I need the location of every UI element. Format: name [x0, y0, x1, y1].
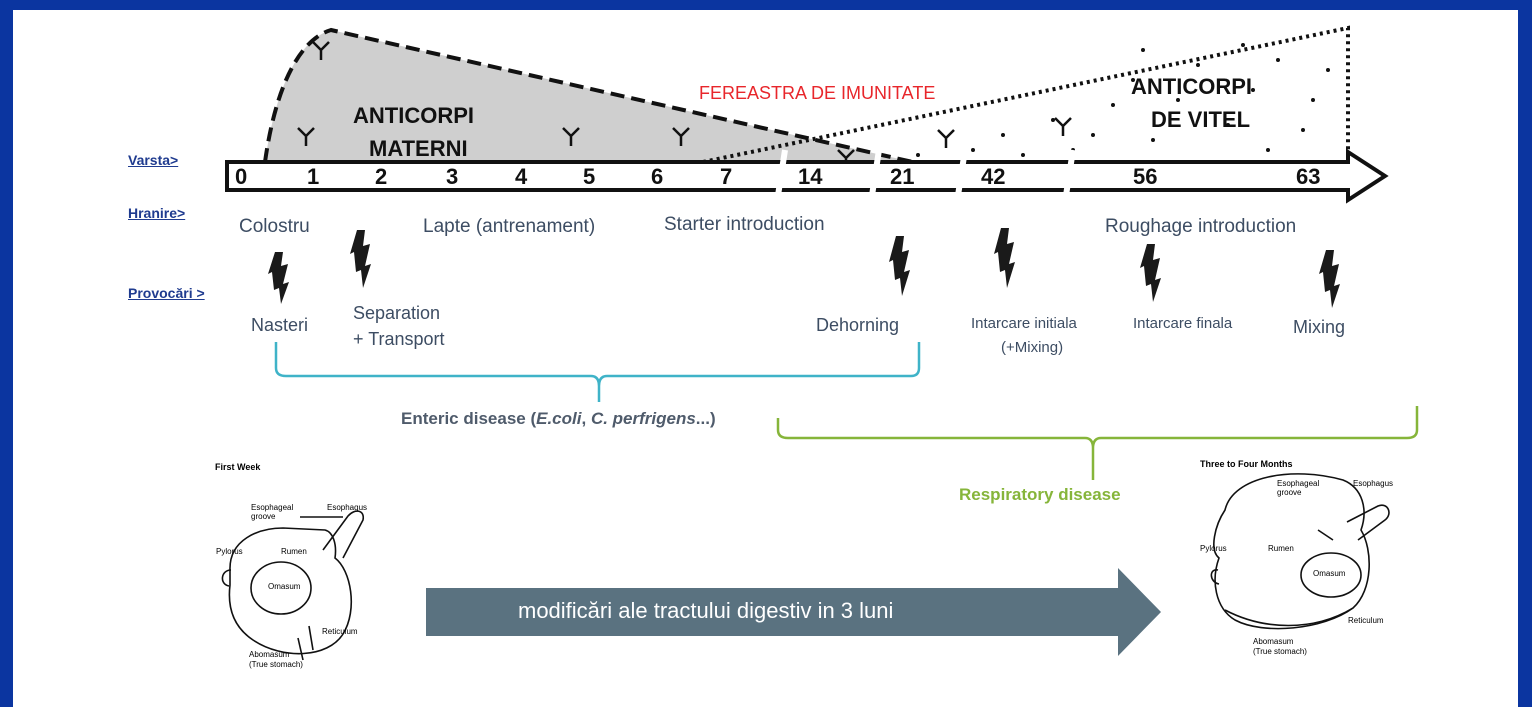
respiratory-bracket — [776, 406, 1419, 480]
immunity-window-label: FEREASTRA DE IMUNITATE — [699, 83, 936, 103]
stomach-later-title: Three to Four Months — [1200, 459, 1293, 469]
stomach-first-week-drawing — [221, 510, 365, 661]
enteric-sep: , — [581, 409, 591, 428]
enteric-ecoli: E.coli — [536, 409, 582, 428]
calf-antibody-dots — [916, 43, 1330, 157]
challenge-initial-weaning: Intarcare initiala — [971, 315, 1077, 332]
stomach-first-week-title: First Week — [215, 462, 261, 472]
challenge-dehorning: Dehorning — [816, 315, 900, 335]
age-tick: 0 — [235, 164, 248, 189]
bolt-icon — [994, 228, 1015, 288]
stomach-three-months-drawing — [1210, 473, 1390, 630]
calf-antibodies-title: ANTICORPI — [1131, 74, 1252, 99]
challenge-bolts — [268, 228, 1340, 308]
pylorus-label: Pylorus — [216, 547, 243, 556]
calf-antibody-area — [702, 25, 1350, 164]
challenge-mixing: Mixing — [1293, 317, 1346, 337]
feeding-starter: Starter introduction — [664, 214, 825, 235]
bolt-icon — [1319, 250, 1340, 308]
challenge-final-weaning: Intarcare finala — [1133, 315, 1233, 332]
feeding-row-label: Hranire> — [128, 205, 186, 221]
reticulum-label: Reticulum — [322, 627, 358, 636]
age-tick: 63 — [1296, 164, 1321, 189]
esophageal-groove-label: Esophageal groove — [1277, 479, 1320, 497]
esophagus-label: Esophagus — [327, 503, 368, 512]
feeding-milk: Lapte (antrenament) — [423, 216, 596, 237]
maternal-antibodies-subtitle: MATERNI — [369, 136, 468, 161]
calf-antibodies-subtitle: DE VITEL — [1151, 107, 1251, 132]
enteric-disease-label: Enteric disease (E.coli, C. perfrigens..… — [401, 410, 716, 427]
age-tick: 6 — [651, 164, 664, 189]
reticulum-label: Reticulum — [1348, 616, 1384, 625]
enteric-suffix: ...) — [695, 409, 716, 428]
maternal-antibodies-title: ANTICORPI — [353, 103, 474, 128]
abomasum-label: Abomasum — [1253, 637, 1294, 646]
challenge-separation: Separation — [353, 303, 441, 323]
omasum-label: Omasum — [1313, 569, 1346, 578]
age-row-label: Varsta> — [128, 152, 179, 168]
rumen-label: Rumen — [281, 547, 307, 556]
age-tick: 3 — [446, 164, 459, 189]
age-tick: 1 — [307, 164, 320, 189]
pylorus-label: Pylorus — [1200, 544, 1227, 553]
enteric-bracket — [274, 342, 921, 402]
age-tick: 14 — [798, 164, 823, 189]
age-tick: 21 — [890, 164, 915, 189]
true-stomach-label: (True stomach) — [249, 660, 303, 669]
timeline-graphic — [221, 25, 1419, 661]
digestive-change-arrow — [426, 568, 1161, 656]
bolt-icon — [1140, 244, 1161, 302]
age-tick: 2 — [375, 164, 388, 189]
bolt-icon — [350, 230, 371, 288]
age-tick: 7 — [720, 164, 733, 189]
challenge-initial-weaning-mixing: (+Mixing) — [1001, 339, 1064, 356]
respiratory-disease-label: Respiratory disease — [959, 485, 1121, 504]
age-tick: 56 — [1133, 164, 1158, 189]
age-tick: 4 — [515, 164, 528, 189]
age-tick: 42 — [981, 164, 1006, 189]
digestive-change-text: modificări ale tractului digestiv in 3 l… — [518, 598, 894, 623]
enteric-perf: C. perfrigens — [590, 409, 696, 428]
enteric-prefix: Enteric disease ( — [401, 409, 537, 428]
antibody-symbols — [297, 41, 1072, 164]
challenges-row-label: Provocări > — [128, 285, 205, 301]
challenge-birth: Nasteri — [251, 315, 309, 335]
bolt-icon — [889, 236, 910, 296]
feeding-roughage: Roughage introduction — [1105, 216, 1297, 237]
abomasum-label: Abomasum — [249, 650, 290, 659]
omasum-label: Omasum — [268, 582, 301, 591]
maternal-antibody-area — [262, 27, 949, 172]
true-stomach-label: (True stomach) — [1253, 647, 1307, 656]
timeline-breaks — [774, 149, 1076, 203]
rumen-label: Rumen — [1268, 544, 1294, 553]
slide: FEREASTRA DE IMUNITATE ANTICORPI MATERNI… — [13, 10, 1518, 707]
esophagus-label: Esophagus — [1353, 479, 1394, 488]
feeding-colostrum: Colostru — [239, 216, 310, 237]
esophageal-groove-label: Esophageal groove — [251, 503, 294, 521]
age-tick: 5 — [583, 164, 596, 189]
challenge-transport: + Transport — [353, 329, 445, 349]
age-timeline-arrow — [225, 148, 1389, 204]
bolt-icon — [268, 252, 289, 304]
